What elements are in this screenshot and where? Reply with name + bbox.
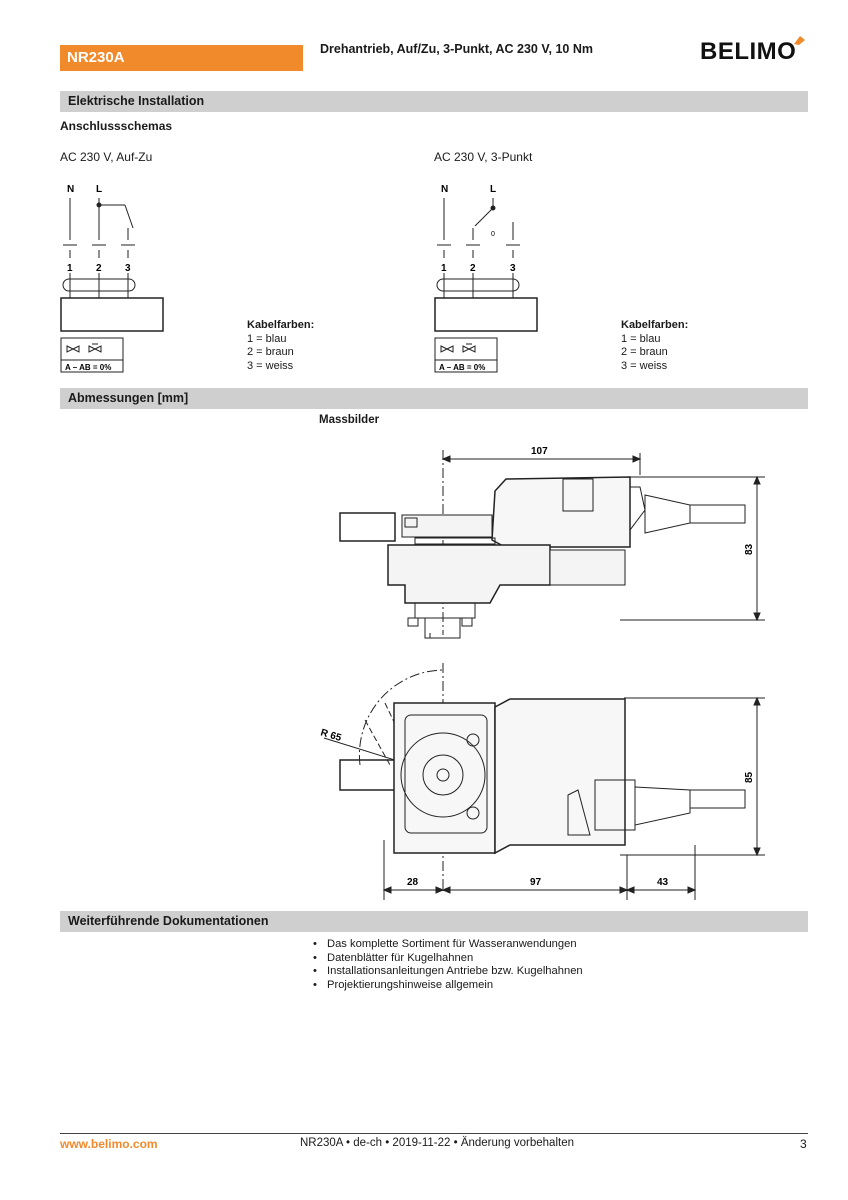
wiring-subtitle: Anschlussschemas	[60, 119, 173, 133]
label-l: L	[490, 184, 496, 195]
cable-color-2: 2 = braun	[247, 346, 294, 358]
dim-bottom-left: 28	[407, 877, 419, 888]
cable-color-3: 3 = weiss	[247, 359, 294, 372]
docs-item: Das komplette Sortiment für Wasseranwend…	[313, 938, 583, 952]
page-number: 3	[800, 1137, 807, 1151]
cable-colors-left: Kabelfarben: 1 = blau 2 = braun 3 = weis…	[247, 319, 314, 373]
label-n: N	[441, 184, 448, 195]
cable-color-3: 3 = weiss	[621, 359, 668, 372]
section-dimensions: Abmessungen [mm]	[60, 388, 808, 409]
terminal-3: 3	[125, 263, 131, 274]
valve-caption: A – AB = 0%	[439, 363, 485, 372]
cable-color-2: 2 = braun	[621, 346, 668, 358]
cable-color-1: 1 = blau	[247, 332, 287, 345]
wiring-right-title: AC 230 V, 3-Punkt	[434, 150, 533, 164]
footer-meta: NR230A • de-ch • 2019-11-22 • Änderung v…	[300, 1137, 574, 1149]
product-code: NR230A	[60, 45, 303, 71]
footer-divider	[60, 1133, 808, 1134]
cable-color-1: 1 = blau	[621, 332, 661, 345]
cable-colors-right: Kabelfarben: 1 = blau 2 = braun 3 = weis…	[621, 319, 688, 373]
terminal-2: 2	[470, 263, 476, 274]
terminal-1: 1	[441, 263, 447, 274]
dim-bottom-right: 43	[657, 877, 669, 888]
cable-colors-title: Kabelfarben:	[621, 319, 689, 331]
label-l: L	[96, 184, 102, 195]
belimo-logo: BELIMO	[700, 38, 797, 65]
wiring-diagram-open-close: N L 1 2 3 A – AB = 0%	[60, 184, 164, 373]
footer-link[interactable]: www.belimo.com	[60, 1137, 158, 1151]
terminal-2: 2	[96, 263, 102, 274]
wiring-left-title: AC 230 V, Auf-Zu	[60, 150, 153, 164]
section-installation: Elektrische Installation	[60, 91, 808, 112]
terminal-3: 3	[510, 263, 516, 274]
dimension-drawing: 107 83 R 65 85 28 97 43	[319, 446, 765, 900]
switch-zero: 0	[491, 231, 495, 238]
docs-item: Datenblätter für Kugelhahnen	[313, 952, 583, 966]
cable-colors-title: Kabelfarben:	[247, 319, 315, 331]
valve-caption: A – AB = 0%	[65, 363, 111, 372]
document-title: Drehantrieb, Auf/Zu, 3-Punkt, AC 230 V, …	[320, 42, 593, 56]
label-n: N	[67, 184, 74, 195]
section-docs: Weiterführende Dokumentationen	[60, 911, 808, 932]
dim-height-bottom: 85	[744, 771, 755, 783]
dim-bottom-mid: 97	[530, 877, 542, 888]
docs-list: Das komplette Sortiment für Wasseranwend…	[313, 938, 583, 993]
docs-item: Installationsanleitungen Antriebe bzw. K…	[313, 965, 583, 979]
dim-radius: R 65	[319, 727, 343, 744]
dim-height-top: 83	[744, 543, 755, 555]
terminal-1: 1	[67, 263, 73, 274]
drawing-title: Massbilder	[319, 414, 380, 426]
logo-accent-icon	[794, 36, 805, 45]
docs-item: Projektierungshinweise allgemein	[313, 979, 583, 993]
wiring-diagram-3-point: N L 0 1 2 3 A – AB = 0%	[434, 184, 538, 373]
dim-width-top: 107	[531, 446, 548, 457]
